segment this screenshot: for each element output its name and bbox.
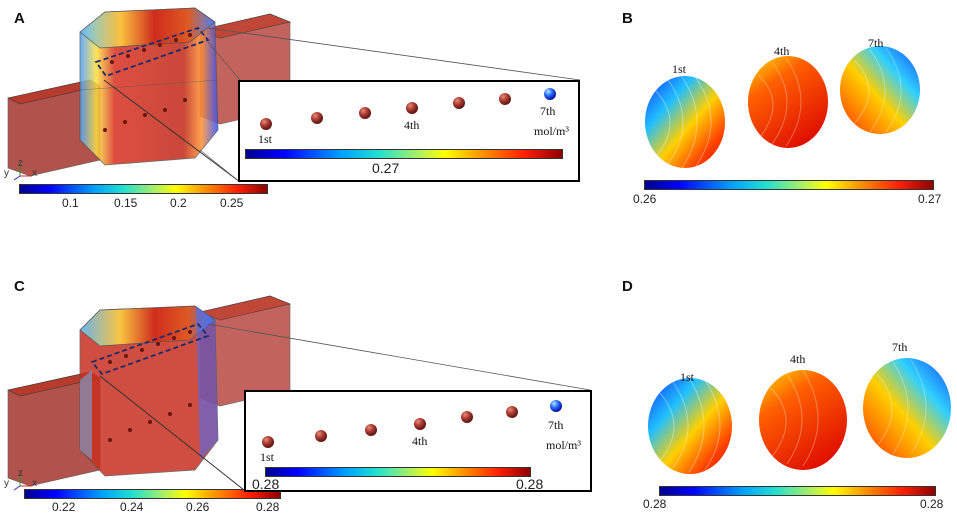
axis-x-label: x — [32, 478, 37, 489]
axis-y-label: y — [4, 478, 9, 489]
sphere-d-label-1st: 1st — [680, 370, 695, 384]
inset-a-colorbar — [245, 149, 563, 159]
inset-c-unit: mol/m³ — [546, 438, 581, 452]
colorbar-b — [644, 180, 934, 190]
inset-c-colorbar-max: 0.28 — [516, 476, 544, 492]
colorbar-c-tick: 0.22 — [52, 500, 76, 514]
colorbar-c-tick: 0.26 — [186, 500, 210, 514]
inset-a: 1st 4th 7th mol/m³ 0.27 — [238, 80, 580, 182]
colorbar-d-max: 0.28 — [920, 497, 944, 511]
panel-label-c: C — [14, 278, 25, 295]
axes-triad-icon — [13, 474, 32, 491]
inset-c-beads — [262, 400, 562, 448]
inset-a-unit: mol/m³ — [534, 124, 569, 138]
colorbar-a-tick: 0.1 — [62, 196, 79, 210]
colorbar-d-min: 0.28 — [643, 497, 667, 511]
colorbar-a-tick: 0.15 — [114, 196, 138, 210]
colorbar-c — [24, 489, 281, 499]
inset-c-colorbar — [265, 467, 531, 477]
axis-x-label: x — [32, 168, 37, 179]
inset-c: 1st 4th 7th mol/m³ 0.28 0.28 — [244, 390, 592, 492]
colorbar-a-tick: 0.2 — [170, 196, 187, 210]
sphere-b-label-4th: 4th — [774, 44, 790, 58]
inset-a-label-4th: 4th — [404, 118, 420, 132]
axis-z-label: z — [18, 468, 23, 479]
inset-a-label-7th: 7th — [540, 104, 556, 118]
colorbar-a-tick: 0.25 — [220, 196, 244, 210]
sphere-b-label-7th: 7th — [868, 36, 884, 50]
panel-label-d: D — [622, 278, 633, 295]
sphere-b-label-1st: 1st — [672, 62, 687, 76]
inset-c-colorbar-min: 0.28 — [252, 476, 280, 492]
colorbar-b-max: 0.27 — [918, 192, 942, 206]
colorbar-d — [659, 486, 936, 496]
colorbar-c-tick: 0.24 — [120, 500, 144, 514]
colorbar-c-tick: 0.28 — [256, 500, 280, 514]
axes-triad-icon — [13, 164, 32, 181]
sphere-d-label-7th: 7th — [892, 340, 908, 354]
sphere-d-label-4th: 4th — [790, 352, 806, 366]
axis-y-label: y — [4, 168, 9, 179]
axis-z-label: z — [18, 158, 23, 169]
inset-c-label-7th: 7th — [548, 418, 564, 432]
inset-c-label-4th: 4th — [412, 434, 428, 448]
panel-label-b: B — [622, 10, 633, 27]
inset-c-label-1st: 1st — [260, 450, 275, 464]
inset-a-colorbar-value: 0.27 — [372, 160, 400, 176]
reactor-model-c — [7, 295, 591, 491]
inset-a-beads — [260, 88, 556, 130]
panel-label-a: A — [14, 10, 25, 27]
colorbar-a — [19, 184, 268, 194]
spheres-d — [648, 358, 951, 474]
reactor-model-a — [7, 7, 581, 183]
spheres-b — [645, 46, 920, 169]
colorbar-b-min: 0.26 — [633, 192, 657, 206]
inset-a-label-1st: 1st — [258, 132, 273, 146]
